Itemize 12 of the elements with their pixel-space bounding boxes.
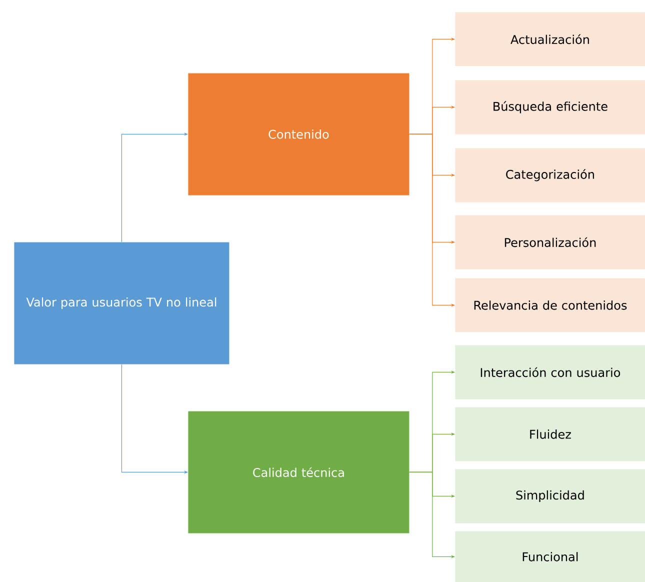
category-box: Valor para usuarios TV no lineal bbox=[14, 242, 230, 364]
item-box: Relevancia de contenidos bbox=[455, 278, 645, 332]
item-box: Categorización bbox=[455, 148, 645, 202]
item-box: Búsqueda eficiente bbox=[455, 80, 645, 134]
item-box: Fluidez bbox=[455, 407, 645, 462]
item-box: Personalización bbox=[455, 215, 645, 270]
item-box: Funcional bbox=[455, 531, 645, 582]
item-box: Actualización bbox=[455, 12, 645, 66]
category-box: Calidad técnica bbox=[188, 411, 410, 534]
item-box: Interacción con usuario bbox=[455, 345, 645, 400]
item-box: Simplicidad bbox=[455, 469, 645, 524]
category-box: Contenido bbox=[188, 73, 410, 196]
